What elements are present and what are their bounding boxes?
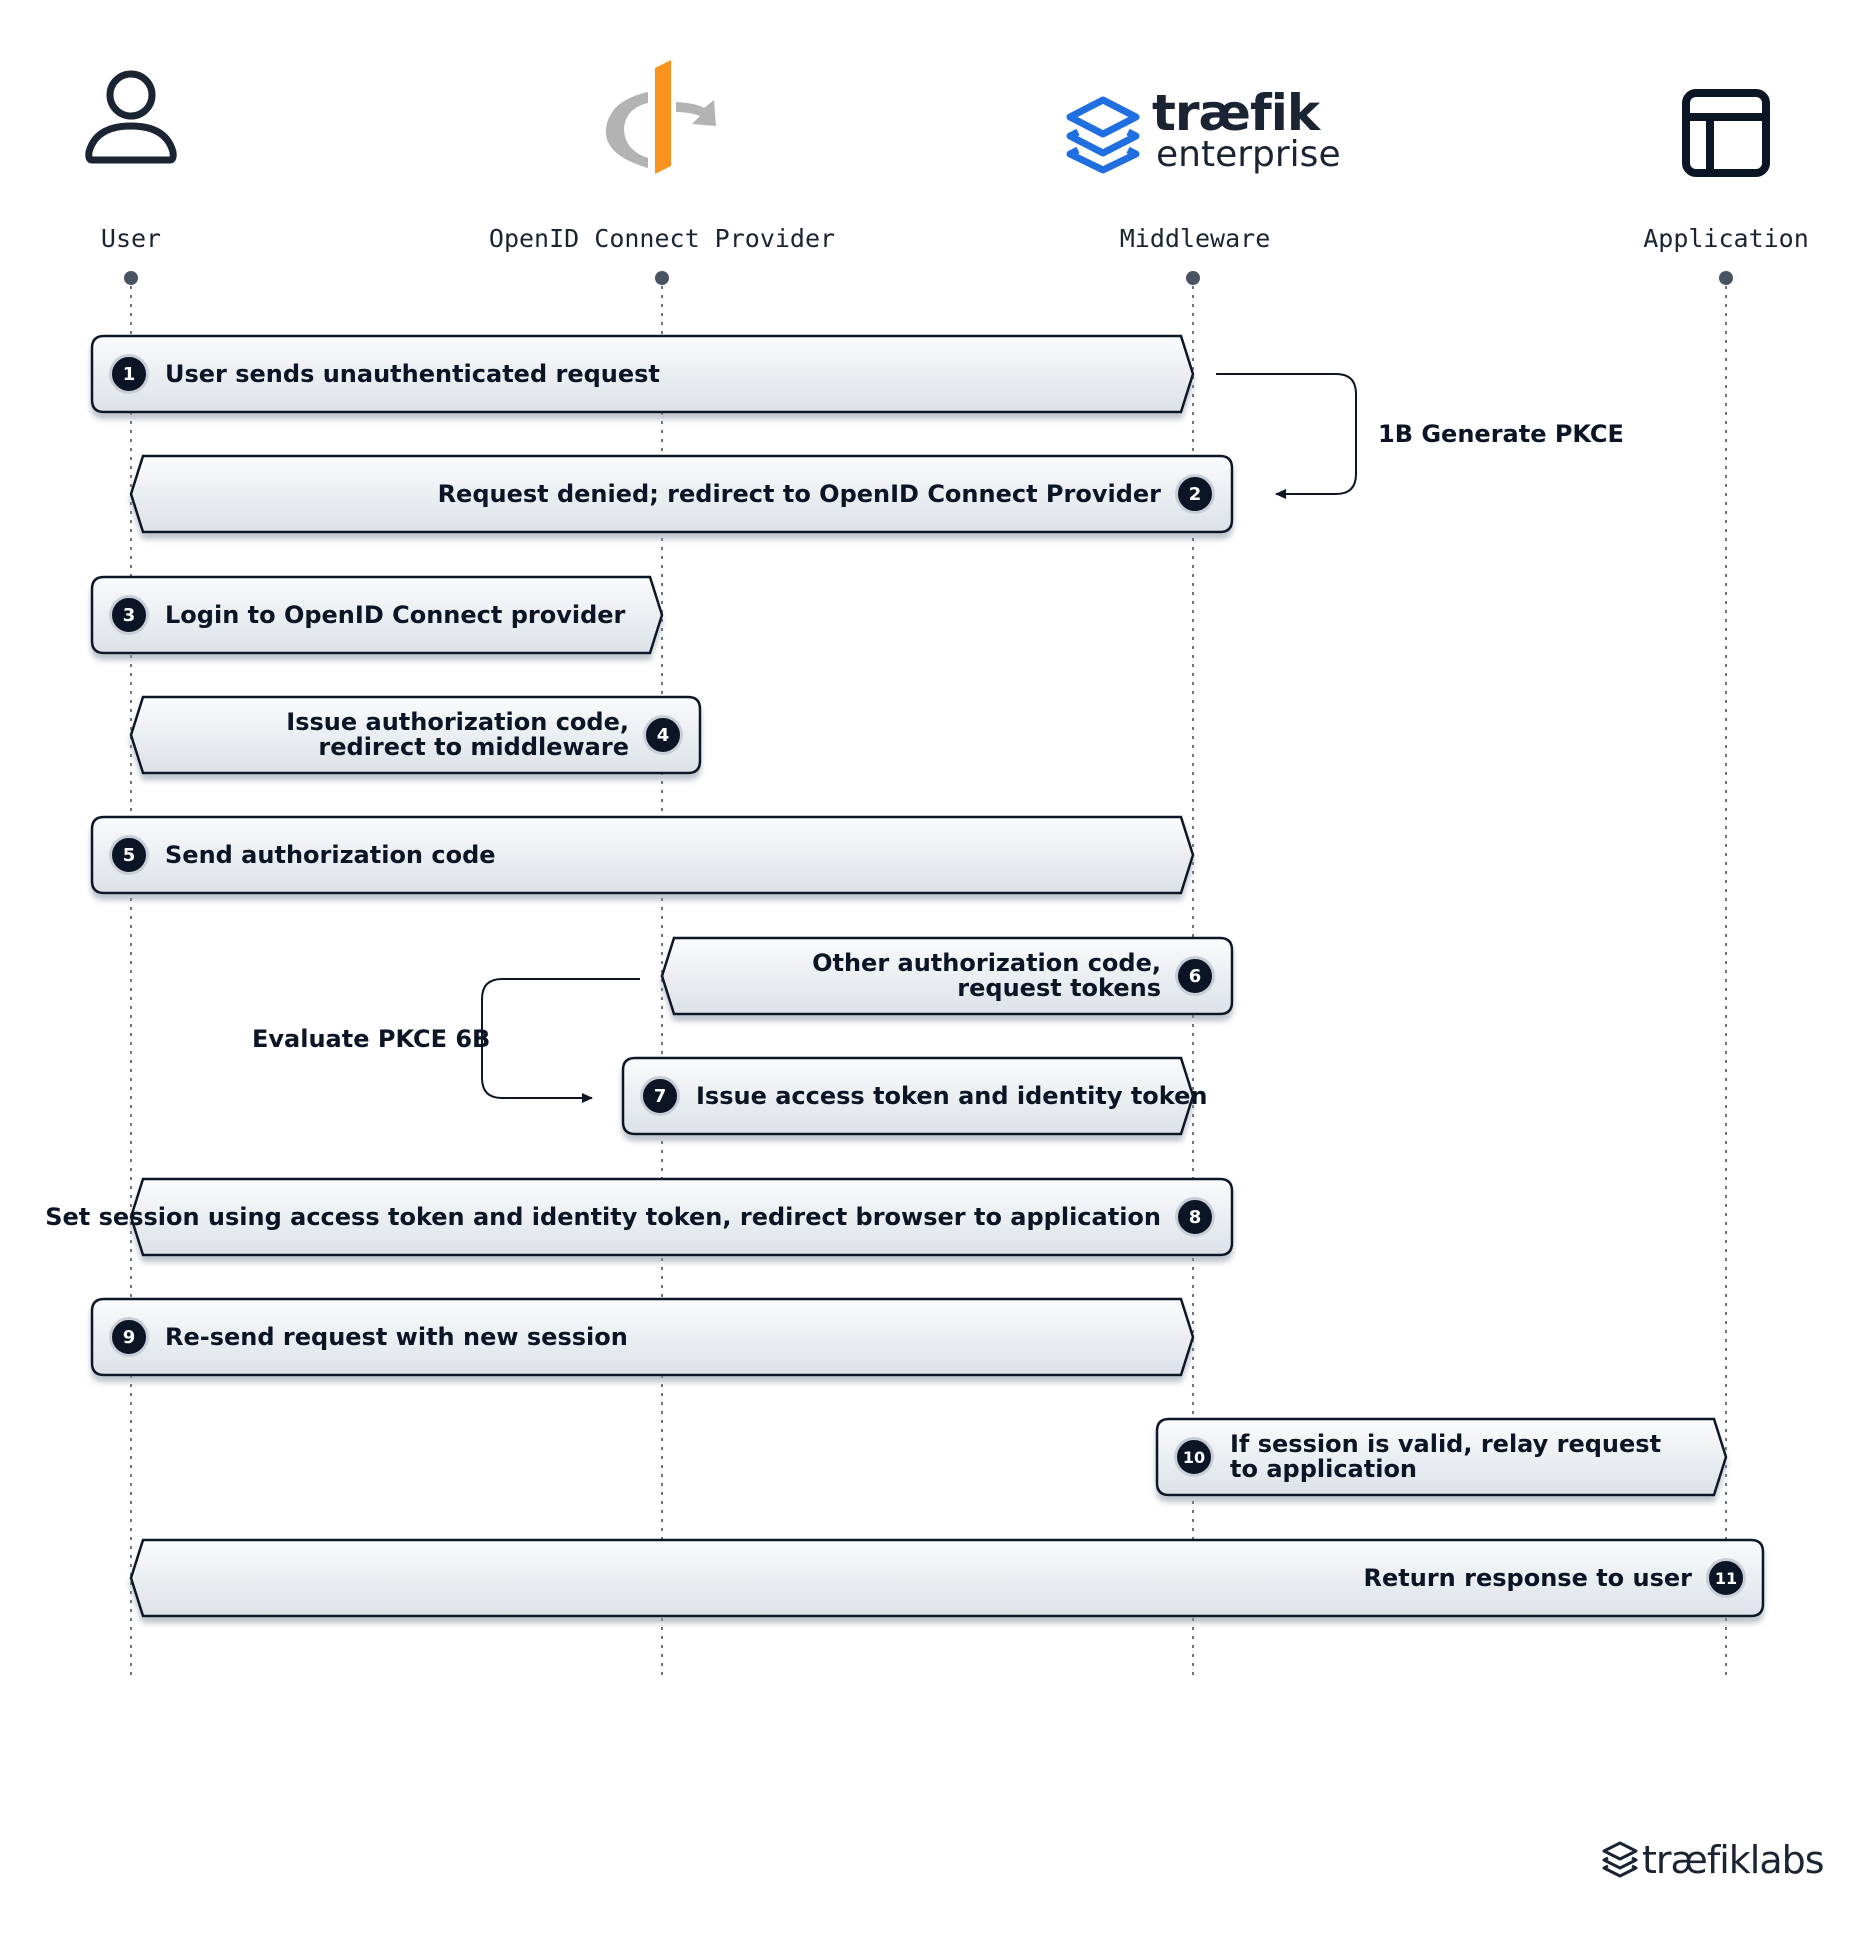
message-bar-11: [129, 1538, 1765, 1618]
step-badge-11: 11: [1706, 1558, 1746, 1598]
message-text-9: Re-send request with new session: [165, 1322, 628, 1351]
message-bar-3: [90, 575, 664, 655]
message-bar-7: [621, 1056, 1195, 1136]
message-bar-1: [90, 334, 1195, 414]
traefik-wordmark: træfik: [1152, 84, 1320, 142]
openid-logo: [605, 60, 716, 174]
lifeline-dot-app: [1719, 271, 1733, 285]
message-text-7: Issue access token and identity token: [696, 1081, 1208, 1110]
message-line: Re-send request with new session: [165, 1322, 628, 1351]
actor-label-middleware: Middleware: [1119, 224, 1271, 253]
message-bar-8: [129, 1177, 1234, 1257]
message-text-3: Login to OpenID Connect provider: [165, 600, 626, 629]
message-line: Issue access token and identity token: [696, 1081, 1208, 1110]
application-window-icon: [1682, 89, 1770, 177]
message-bar-4: [129, 695, 702, 775]
step-badge-4: 4: [643, 715, 683, 755]
message-line: to application: [1230, 1455, 1418, 1483]
step-badge-9: 9: [109, 1317, 149, 1357]
lifeline-dot-user: [124, 271, 138, 285]
side-note-generate-pkce: 1B Generate PKCE: [1378, 420, 1624, 448]
message-text-8: Set session using access token and ident…: [45, 1202, 1161, 1231]
message-text-11: Return response to user: [1363, 1563, 1692, 1592]
message-line: User sends unauthenticated request: [165, 359, 660, 388]
enterprise-wordmark: enterprise: [1156, 134, 1341, 175]
message-text-5: Send authorization code: [165, 840, 496, 869]
step-badge-1: 1: [109, 354, 149, 394]
generate-pkce-connector: [1216, 373, 1357, 499]
step-badge-3: 3: [109, 595, 149, 635]
evaluate-pkce-connector: [481, 978, 640, 1103]
actor-label-user: User: [100, 224, 162, 253]
message-line: Other authorization code,: [812, 949, 1161, 977]
step-badge-6: 6: [1175, 956, 1215, 996]
message-line: Issue authorization code,: [286, 708, 629, 736]
message-line: Return response to user: [1363, 1563, 1692, 1592]
actor-label-application: Application: [1643, 224, 1809, 253]
step-badge-8: 8: [1175, 1197, 1215, 1237]
traefiklabs-wordmark: træfiklabs: [1642, 1838, 1825, 1882]
message-text-1: User sends unauthenticated request: [165, 359, 660, 388]
message-line: Set session using access token and ident…: [45, 1202, 1161, 1231]
traefiklabs-logo-mark: [1602, 1841, 1638, 1878]
message-bar-10: [1155, 1417, 1728, 1497]
message-bar-5: [90, 815, 1195, 895]
message-line: If session is valid, relay request: [1230, 1430, 1662, 1458]
step-badge-10: 10: [1174, 1437, 1214, 1477]
message-line: Login to OpenID Connect provider: [165, 600, 626, 629]
step-badge-5: 5: [109, 835, 149, 875]
user-icon: [85, 70, 177, 164]
message-line: Send authorization code: [165, 840, 496, 869]
message-bar-6: [660, 936, 1234, 1016]
message-bar-9: [90, 1297, 1195, 1377]
step-badge-2: 2: [1175, 474, 1215, 514]
message-text-4: Issue authorization code,redirect to mid…: [286, 710, 629, 760]
traefik-enterprise-logo-mark: [1066, 96, 1140, 174]
lifeline-dot-oidc: [655, 271, 669, 285]
message-text-6: Other authorization code,request tokens: [812, 951, 1161, 1001]
side-note-evaluate-pkce: Evaluate PKCE 6B: [252, 1025, 491, 1053]
actor-label-oidc-provider: OpenID Connect Provider: [488, 224, 836, 253]
message-bar-2: [129, 454, 1234, 534]
message-line: redirect to middleware: [318, 733, 629, 761]
message-line: request tokens: [957, 974, 1161, 1002]
message-text-2: Request denied; redirect to OpenID Conne…: [437, 479, 1161, 508]
lifeline-dot-middleware: [1186, 271, 1200, 285]
message-bars: [90, 334, 1765, 1618]
step-badge-7: 7: [640, 1076, 680, 1116]
message-line: Request denied; redirect to OpenID Conne…: [437, 479, 1161, 508]
